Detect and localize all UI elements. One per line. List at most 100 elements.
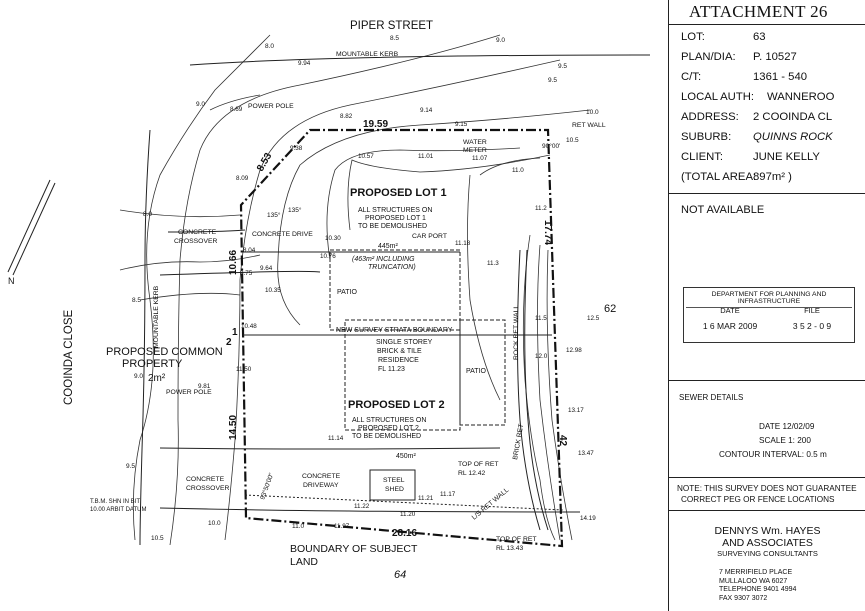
address-line: TELEPHONE 9401 4994	[719, 586, 797, 593]
survey-meta: DATE 12/02/09 SCALE 1: 200 CONTOUR INTER…	[719, 420, 827, 462]
brick-ret: BRICK RET	[512, 423, 525, 460]
detail-key: LOT:	[681, 31, 705, 43]
detail-row: ADDRESS:2 COOINDA CL	[681, 111, 864, 131]
spot-level: 8.04	[243, 247, 256, 254]
crossover-1a: CONCRETE	[178, 229, 217, 236]
water-meter-2: METER	[463, 147, 487, 154]
kerb-lines	[139, 54, 651, 546]
dim-left-2: 2	[226, 337, 232, 348]
strata-boundary: NEW SURVEY STRATA BOUNDARY	[336, 327, 453, 334]
spot-level: 10.57	[358, 153, 374, 160]
spot-level: 12.0	[535, 353, 548, 360]
crossover-1b: CROSSOVER	[174, 238, 218, 245]
power-pole-2: POWER POLE	[166, 389, 212, 396]
spot-level: 8.75	[240, 270, 253, 277]
spot-level: 10.30	[325, 235, 341, 242]
detail-value: JUNE KELLY	[753, 151, 820, 163]
lot-details: LOT:63 PLAN/DIA:P. 10527 C/T:1361 - 540 …	[681, 31, 864, 191]
property-boundary	[239, 128, 564, 548]
title-block: ATTACHMENT 26 LOT:63 PLAN/DIA:P. 10527 C…	[668, 0, 865, 611]
divider	[669, 510, 865, 511]
detail-value: 1361 - 540	[753, 71, 808, 83]
lot2-text-2: PROPOSED LOT 2	[358, 425, 419, 432]
spot-level: 12.98	[566, 347, 582, 354]
detail-key: (TOTAL AREA:	[681, 171, 757, 183]
dim-left-mid: 10.66	[228, 250, 239, 275]
detail-row: SUBURB:QUINNS ROCK	[681, 131, 864, 151]
detail-row: LOCAL AUTH: WANNEROO	[681, 91, 864, 111]
detail-value: WANNEROO	[767, 91, 835, 103]
divider	[669, 24, 865, 25]
patio-1: PATIO	[337, 289, 358, 296]
contour-label: 10.5	[151, 535, 164, 542]
spot-level: 9.64	[260, 265, 273, 272]
spot-level: 11.97	[334, 523, 350, 530]
detail-key: LOCAL AUTH:	[681, 91, 755, 103]
detail-value: 897m² )	[753, 171, 792, 183]
water-meter-1: WATER	[463, 139, 487, 146]
spot-level: 11.20	[400, 511, 416, 518]
detail-row: CLIENT: JUNE KELLY	[681, 151, 864, 171]
crossover-2b: CROSSOVER	[186, 485, 230, 492]
spot-level: 11.0	[512, 167, 524, 174]
common-property-2: PROPERTY	[122, 358, 183, 370]
spot-level: 9.81	[198, 383, 211, 390]
internal-lines	[243, 249, 564, 531]
contour-label: 10.0	[208, 520, 221, 527]
street-left: COOINDA CLOSE	[63, 309, 75, 405]
crossover-2a: CONCRETE	[186, 476, 225, 483]
detail-row: PLAN/DIA:P. 10527	[681, 51, 864, 71]
contour-label: 9.5	[126, 463, 135, 470]
lot1-text-3: TO BE DEMOLISHED	[358, 223, 427, 230]
spot-level: 8.09	[236, 175, 249, 182]
spot-level: 11.21	[418, 495, 434, 502]
spot-level: 9.94	[298, 60, 311, 67]
common-property-1: PROPOSED COMMON	[106, 346, 223, 358]
ret-wall-label: RET WALL	[572, 122, 606, 129]
residence-2: BRICK & TILE	[377, 348, 422, 355]
spot-level: 11.07	[472, 155, 488, 162]
divider	[669, 193, 865, 194]
spot-level: 10.35	[265, 287, 281, 294]
meta-scale: SCALE 1: 200	[759, 436, 811, 445]
contour-labels: 8.0 8.5 9.0 9.5 9.0 9.5 10.0 10.5 8.0 8.…	[126, 35, 599, 542]
firm-name: DENNYS Wm. HAYES AND ASSOCIATES	[669, 525, 865, 549]
ls-ret-wall: L/S RET WALL	[471, 487, 511, 522]
stamp-date-value: 1 6 MAR 2009	[702, 321, 758, 331]
firm-name-1: DENNYS Wm. HAYES	[714, 525, 821, 537]
rock-ret-wall: ROCK RET WALL	[513, 305, 520, 360]
contour-label: 8.0	[265, 43, 274, 50]
firm-tagline: SURVEYING CONSULTANTS	[717, 549, 818, 558]
stamp-date-label: DATE	[720, 306, 740, 315]
spot-level: 11.22	[354, 503, 370, 510]
spot-level: 13.17	[568, 407, 584, 414]
lot1-text-2: PROPOSED LOT 1	[365, 215, 426, 222]
lot2-text-1: ALL STRUCTURES ON	[352, 417, 426, 424]
residence-1: SINGLE STOREY	[376, 339, 433, 346]
detail-key: PLAN/DIA:	[681, 51, 736, 63]
lot1-title: PROPOSED LOT 1	[350, 187, 447, 199]
meta-date: DATE 12/02/09	[759, 422, 815, 431]
boundary-label-2: LAND	[290, 556, 318, 568]
lot2-title: PROPOSED LOT 2	[348, 399, 445, 411]
address-line: MULLALOO WA 6027	[719, 577, 788, 585]
divider	[669, 477, 865, 478]
angle-2: 135°	[288, 206, 302, 214]
spot-level: 11.18	[455, 240, 471, 247]
concrete-drive: CONCRETE DRIVE	[252, 231, 313, 238]
contour-label: 10.5	[566, 137, 579, 144]
detail-key: CLIENT:	[681, 151, 724, 163]
contour-label: 9.0	[134, 373, 143, 380]
sewer-details: SEWER DETAILS	[679, 393, 744, 402]
detail-key: SUBURB:	[681, 131, 732, 143]
note-line: NOTE: THIS SURVEY DOES NOT GUARANTEE	[677, 484, 857, 493]
lot1-area: 445m²	[378, 243, 399, 250]
contour-label: 9.0	[196, 101, 205, 108]
meta-contour: CONTOUR INTERVAL: 0.5 m	[719, 450, 827, 459]
contour-label: 8.0	[143, 211, 152, 218]
stamp-file-value: 3 5 2 - 0 9	[792, 321, 832, 331]
spot-level: 14.19	[580, 515, 596, 522]
contour-label: 9.0	[496, 37, 505, 44]
lot1-incl-1: (463m² INCLUDING	[352, 256, 415, 263]
lot1-text-1: ALL STRUCTURES ON	[358, 207, 432, 214]
